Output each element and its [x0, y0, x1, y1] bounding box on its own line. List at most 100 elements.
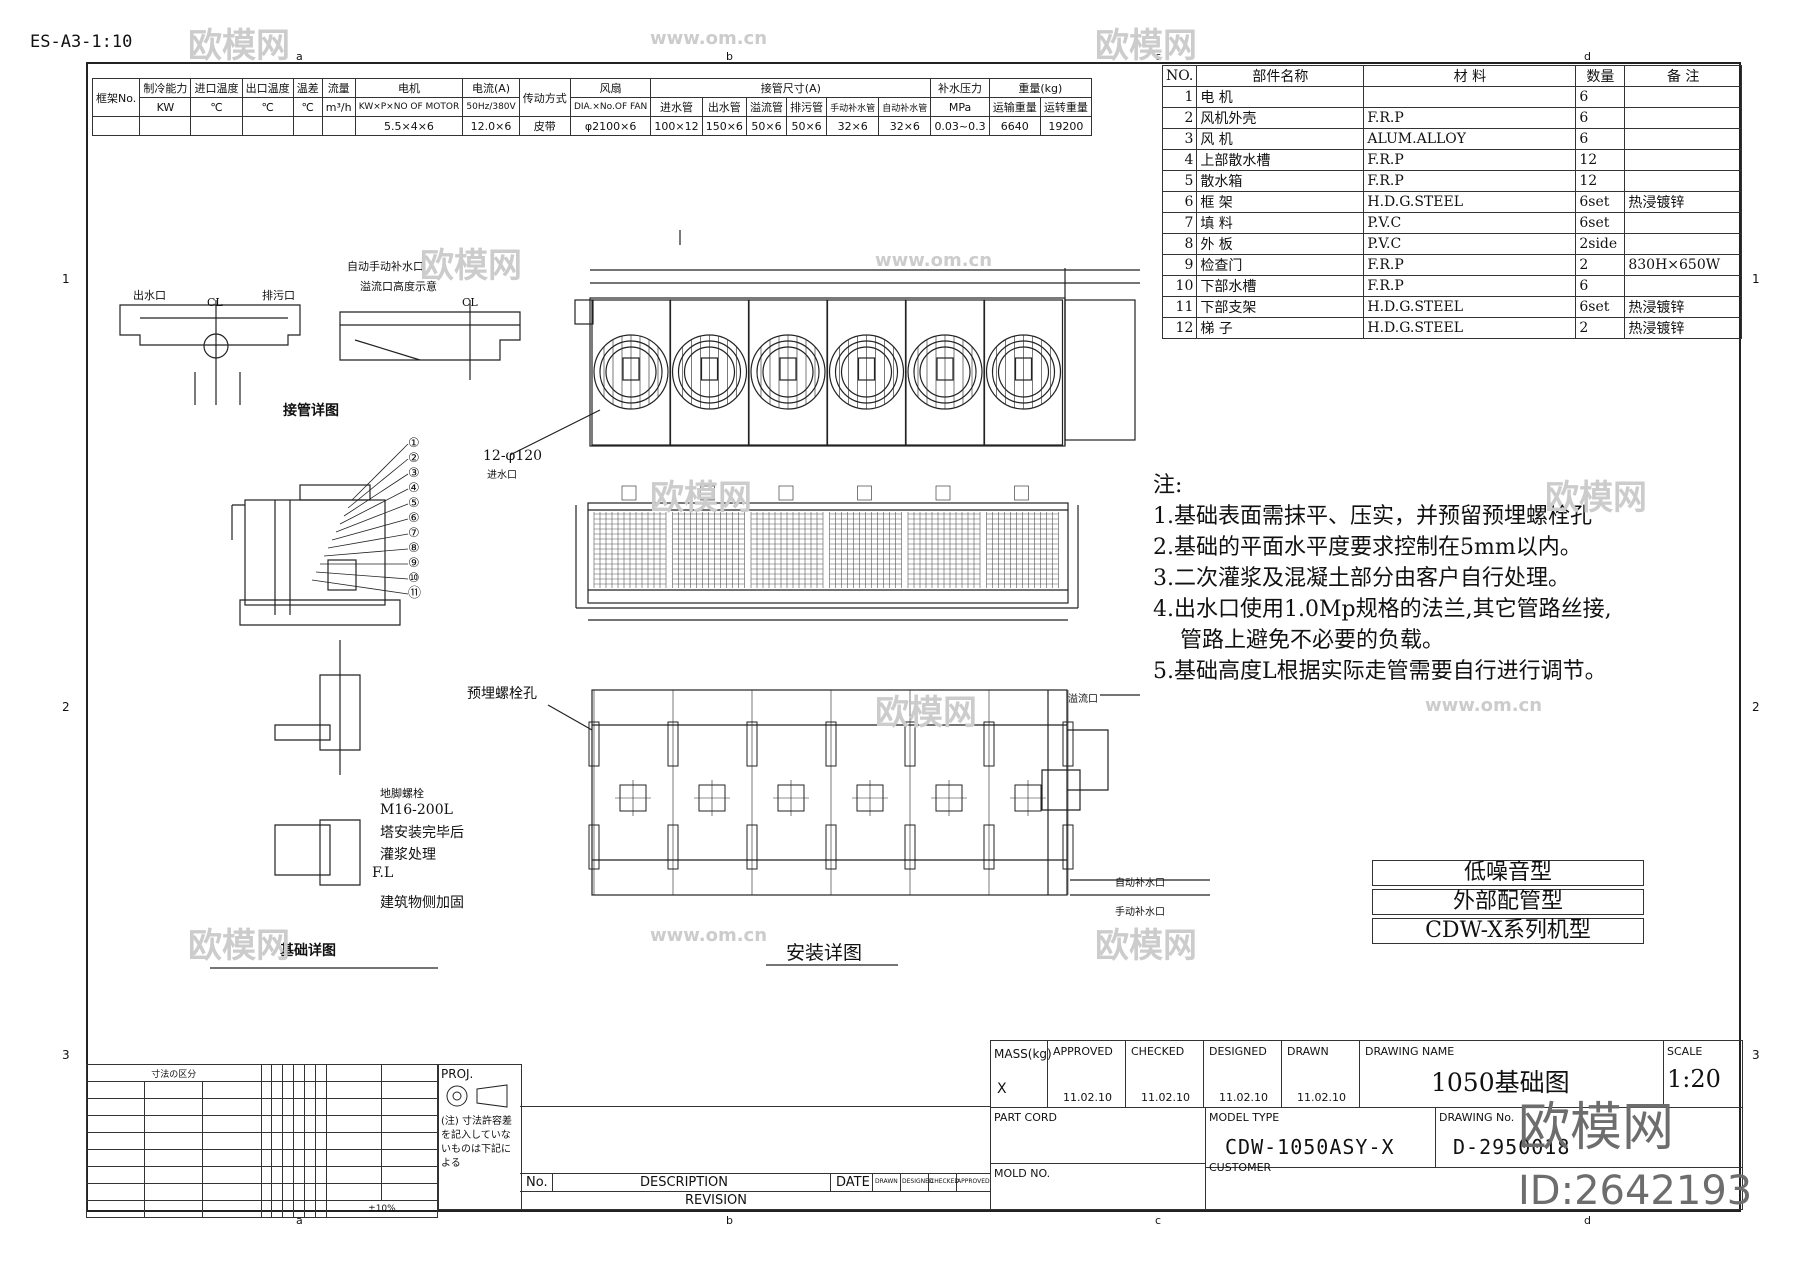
grid-col-a: a [296, 50, 303, 63]
proj-note: (注) 寸法許容差を記入していないものは下記による [441, 1116, 512, 1169]
spec-h-pressure: 补水压力 [930, 78, 990, 98]
callout-10: ⑩ [408, 571, 420, 586]
spec-v-auto: 32×6 [878, 116, 932, 136]
label-drain: 排污口 [262, 289, 295, 302]
rev-label: REVISION [685, 1193, 748, 1208]
parts-cell-qty: 6set [1575, 296, 1626, 318]
parts-cell-material: F.R.P [1363, 107, 1577, 129]
callout-6: ⑥ [408, 511, 420, 526]
grid-row-3-right: 3 [1752, 1048, 1760, 1062]
grid-row-2-right: 2 [1752, 700, 1760, 714]
callout-leader [351, 443, 409, 501]
tb-scale-label: SCALE [1667, 1045, 1703, 1058]
spec-pipe-overflow: 溢流管 [745, 97, 788, 117]
label-inlet: 进水口 [487, 470, 517, 481]
spec-h-weight: 重量(kg) [988, 78, 1093, 98]
tb-mass: MASS(kg) [994, 1047, 1052, 1061]
rev-approved: APPROVED [957, 1178, 990, 1185]
callout-leader [335, 503, 409, 533]
label-anchor-spec: M16-200L [380, 802, 453, 818]
grid-row-3: 3 [62, 1048, 70, 1062]
label-bolt-holes: 预埋螺栓孔 [467, 686, 537, 702]
parts-cell-material: H.D.G.STEEL [1363, 191, 1577, 213]
rev-designed: DESIGNED [902, 1178, 934, 1185]
label-cl: CL [207, 296, 223, 309]
spec-v-in: 100×12 [650, 116, 703, 136]
grid-col-c-bottom: c [1155, 1214, 1162, 1227]
label-auto-fill-2: 自动补水口 [1115, 878, 1165, 889]
watermark-site-top: www.om.cn [650, 28, 768, 49]
watermark-site-bottom: www.om.cn [650, 925, 768, 946]
grid-col-d: d [1584, 50, 1591, 63]
proj-label: PROJ. [441, 1067, 474, 1081]
spec-h-capacity: 制冷能力 [139, 78, 192, 98]
parts-h-qty: 数量 [1575, 65, 1626, 87]
watermark-brand-right: 欧模网 [1545, 478, 1647, 518]
label-outlet: 出水口 [133, 289, 166, 302]
tol-title: 寸法の区分 [86, 1064, 262, 1082]
tb-drawn: DRAWN [1287, 1045, 1329, 1058]
notes-title: 注: [1153, 473, 1183, 498]
tb-drawing-no-label: DRAWING No. [1439, 1111, 1515, 1124]
tb-date-approved: 11.02.10 [1063, 1091, 1112, 1104]
spec-v-out: 150×6 [701, 116, 747, 136]
label-overflow-pos: 溢流口高度示意 [360, 280, 437, 293]
label-cl-2: CL [462, 296, 478, 309]
label-fl: F.L [372, 865, 394, 881]
watermark-brand-bottom-right: 欧模网 [1095, 926, 1197, 966]
title-block: MASS(kg) X APPROVED CHECKED DESIGNED DRA… [990, 1040, 1743, 1210]
spec-h-pipe: 接管尺寸(A) [650, 78, 932, 98]
label-grouting: 灌浆处理 [380, 847, 436, 863]
spec-v-drive: 皮带 [518, 116, 571, 136]
note-1: 1.基础表面需抹平、压实，并预留预埋螺栓孔 [1153, 504, 1592, 529]
callout-leader [343, 473, 409, 517]
sheet-code: ES-A3-1:10 [30, 32, 133, 52]
tag-low-noise: 低噪音型 [1372, 860, 1644, 886]
tb-mold-no: MOLD NO. [994, 1167, 1051, 1180]
callout-leader [323, 548, 409, 557]
parts-cell-material: H.D.G.STEEL [1363, 317, 1577, 339]
parts-cell-no: 12 [1161, 317, 1198, 339]
spec-v-current: 12.0×6 [462, 116, 520, 136]
callout-1: ① [408, 436, 420, 451]
watermark-brand-top-right: 欧模网 [1095, 26, 1197, 66]
spec-h-fan: 风扇 [569, 78, 652, 98]
rev-checked: CHECKED [930, 1178, 960, 1185]
tb-drawing-name: 1050基础图 [1431, 1068, 1570, 1097]
note-2: 2.基础的平面水平度要求控制在5mm以内。 [1153, 535, 1582, 560]
spec-h-delta: 温差 [292, 78, 323, 98]
watermark-site-mid: www.om.cn [875, 250, 993, 271]
spec-h-outlet: 出口温度 [241, 78, 294, 98]
label-pipe-detail: 接管详图 [283, 403, 339, 419]
tb-checked: CHECKED [1131, 1045, 1185, 1058]
parts-cell-note: 热浸镀锌 [1624, 317, 1742, 339]
watermark-brand-center: 欧模网 [650, 478, 752, 518]
spec-v-pressure: 0.03~0.3 [930, 116, 990, 136]
fan-unit [826, 299, 907, 446]
drawing-frame [86, 62, 1741, 1212]
watermark-brand-center-2: 欧模网 [875, 693, 977, 733]
spec-pipe-out: 出水管 [701, 97, 747, 117]
parts-cell-name: 外 板 [1196, 233, 1365, 255]
tb-drawing-no: D-2950018 [1453, 1135, 1571, 1159]
callout-3: ③ [408, 466, 420, 481]
tag-series: CDW-X系列机型 [1372, 918, 1644, 944]
spec-h-frame: 框架No. [91, 78, 141, 117]
watermark-brand-mid: 欧模网 [420, 246, 522, 286]
note-5: 5.基础高度L根据实际走管需要自行进行调节。 [1153, 659, 1607, 684]
parts-cell-no: 10 [1161, 275, 1198, 297]
grid-col-b: b [726, 50, 733, 63]
watermark-brand: 欧模网 [1518, 1098, 1675, 1158]
callout-7: ⑦ [408, 526, 420, 541]
spec-h-current: 电流(A) [462, 78, 520, 98]
fan-unit [748, 299, 828, 446]
tb-part-cord: PART CORD [994, 1111, 1057, 1124]
grid-row-1: 1 [62, 272, 70, 286]
